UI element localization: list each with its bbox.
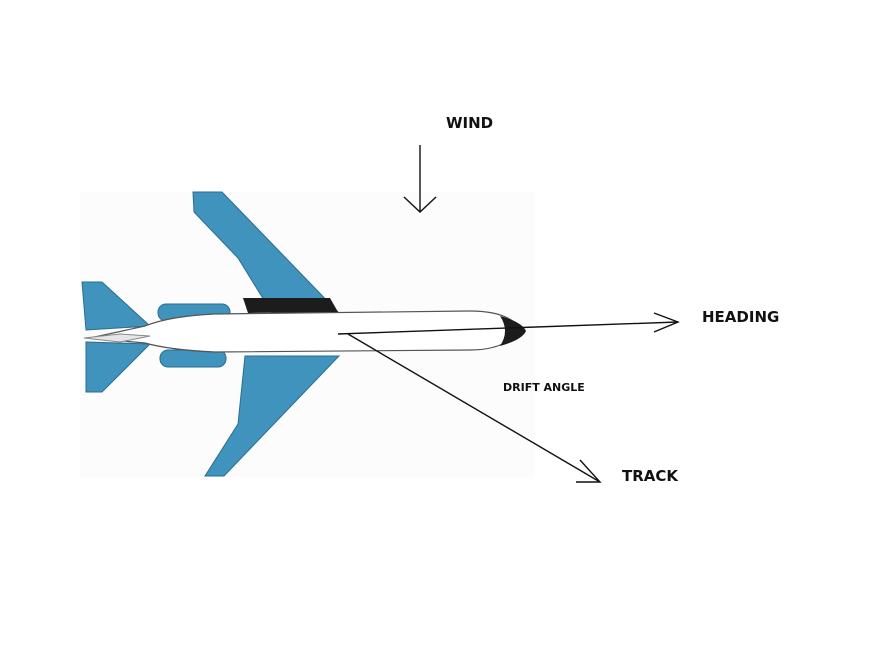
drift-angle-label: DRIFT ANGLE bbox=[503, 381, 585, 394]
heading-label: HEADING bbox=[702, 308, 780, 326]
tail-cone bbox=[83, 333, 151, 343]
track-arrow bbox=[347, 333, 602, 483]
wind-label: WIND bbox=[446, 114, 494, 132]
lower-wing bbox=[204, 355, 341, 477]
aircraft bbox=[81, 191, 526, 477]
nose-cone bbox=[500, 316, 526, 346]
track-label: TRACK bbox=[622, 467, 679, 485]
lower-tailplane bbox=[85, 341, 152, 393]
wind-arrow bbox=[403, 145, 437, 213]
heading-arrow bbox=[337, 312, 680, 335]
